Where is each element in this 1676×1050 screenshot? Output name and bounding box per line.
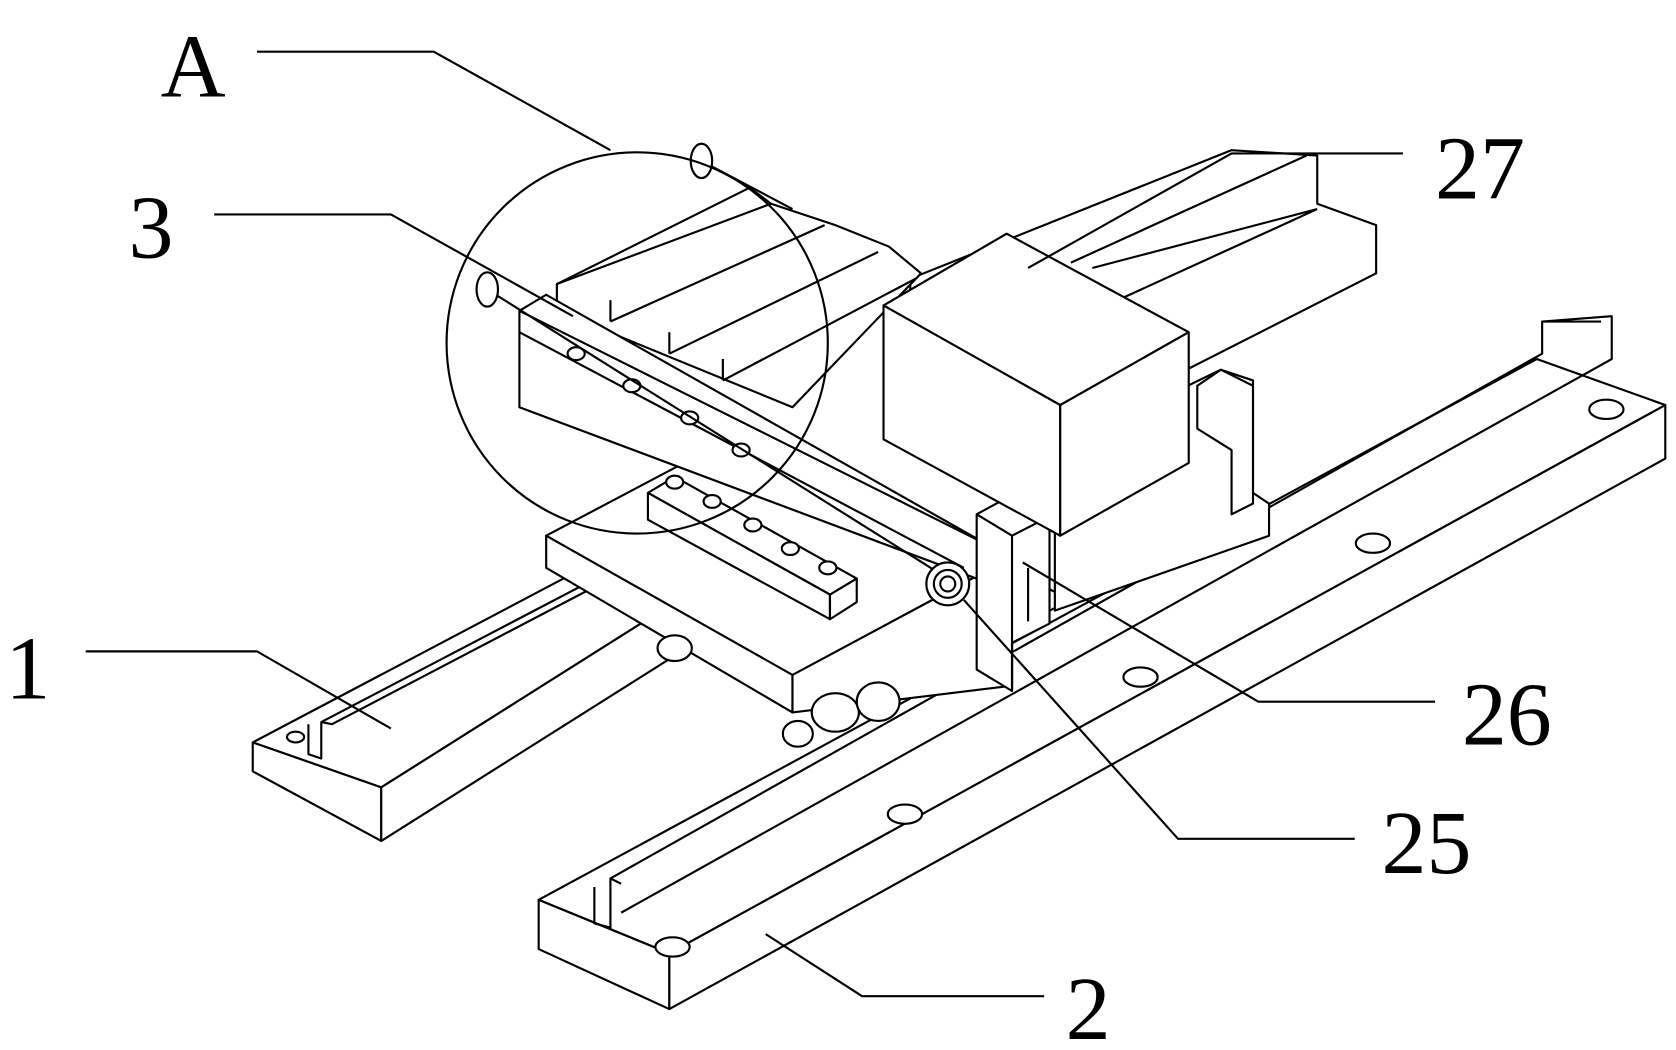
spring-25 bbox=[925, 561, 971, 607]
label-25: 25 bbox=[1381, 794, 1471, 893]
label-2: 2 bbox=[1066, 960, 1111, 1050]
bolts-front bbox=[665, 474, 838, 576]
detail-circle-a bbox=[445, 151, 829, 535]
label-3: 3 bbox=[129, 178, 174, 277]
rail-2 bbox=[537, 315, 1667, 1011]
label-1: 1 bbox=[5, 619, 50, 718]
label-26: 26 bbox=[1462, 666, 1552, 765]
label-27: 27 bbox=[1435, 119, 1525, 218]
rail-mounting-holes bbox=[654, 398, 1625, 958]
rollers bbox=[656, 634, 901, 748]
motor-box bbox=[882, 232, 1271, 612]
label-a: A bbox=[161, 18, 226, 117]
leader-lines bbox=[85, 50, 1436, 998]
labels: A 3 27 1 26 25 2 bbox=[5, 18, 1551, 1050]
clamp-block-assembly bbox=[475, 142, 1051, 693]
